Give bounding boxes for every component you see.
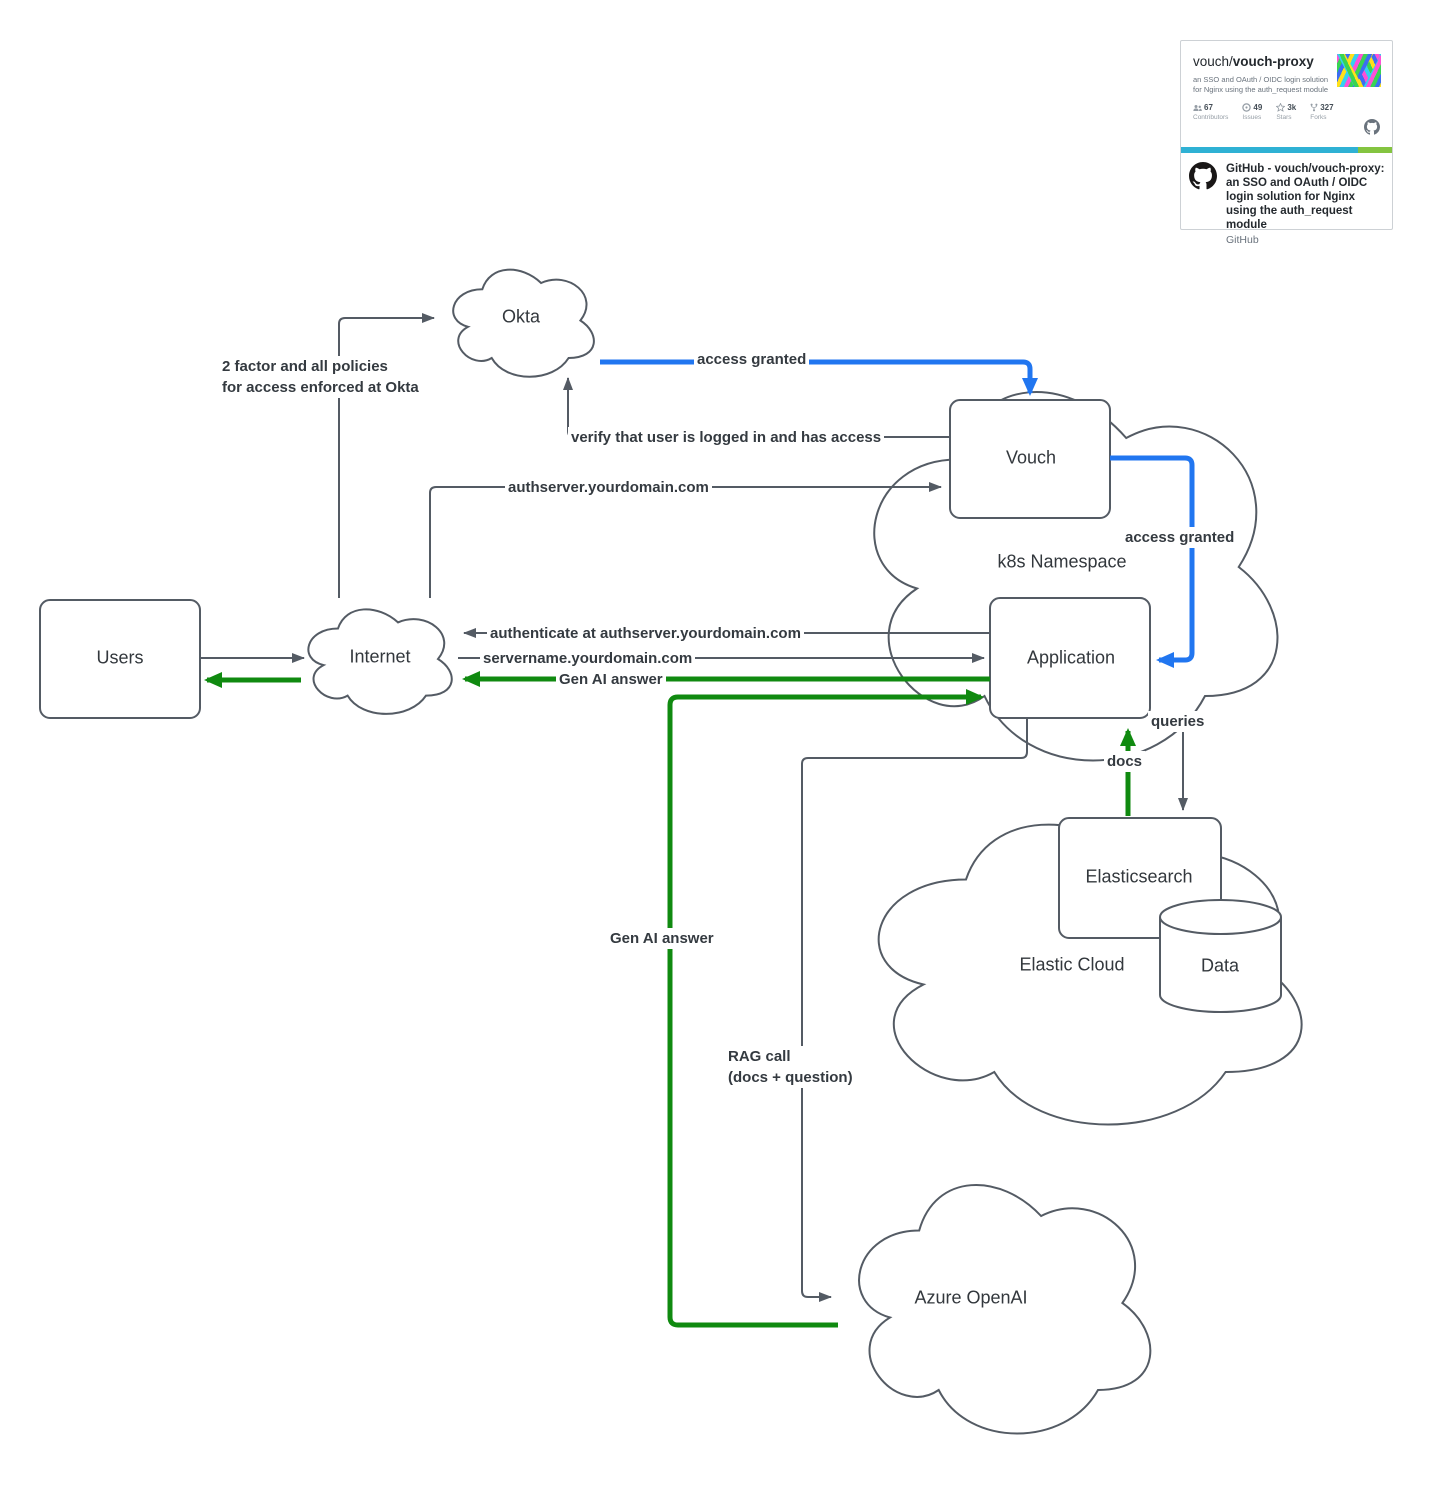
- edge-label-docs: docs: [1104, 751, 1146, 772]
- repo-name: vouch-proxy: [1232, 54, 1314, 69]
- edge-application-to-azure-rag-call: [801, 718, 1028, 1302]
- fork-icon: [1310, 103, 1318, 112]
- stat-forks: 327 Forks: [1310, 103, 1334, 121]
- internet-label: Internet: [349, 646, 411, 667]
- repo-description: an SSO and OAuth / OIDC login solution f…: [1193, 75, 1329, 94]
- k8s-namespace-label: k8s Namespace: [997, 551, 1127, 572]
- edge-label-authenticate: authenticate at authserver.yourdomain.co…: [487, 623, 804, 644]
- edge-label-two-factor: 2 factor and all policies for access enf…: [219, 356, 422, 398]
- link-source: GitHub: [1226, 234, 1259, 246]
- stat-issues: 49 Issues: [1242, 103, 1263, 121]
- edge-internet-to-vouch-authserver: [429, 482, 942, 598]
- card-divider-bar: [1181, 147, 1392, 153]
- repo-owner: vouch/: [1193, 54, 1233, 69]
- azure-openai-cloud-shape: [858, 1184, 1152, 1435]
- github-card-header: vouch/vouch-proxy an SSO and OAuth / OID…: [1181, 41, 1392, 147]
- stat-contributors: 67 Contributors: [1193, 103, 1229, 121]
- vouch-logo-icon: [1337, 54, 1381, 87]
- edge-label-gen-ai-answer-top: Gen AI answer: [556, 669, 666, 690]
- vouch-label: Vouch: [1005, 447, 1057, 468]
- application-label: Application: [1026, 647, 1116, 668]
- repo-title: vouch/vouch-proxy: [1193, 54, 1380, 69]
- users-label: Users: [96, 647, 144, 668]
- repo-stats: 67 Contributors 49 Issues 3k Stars: [1193, 103, 1358, 121]
- link-title[interactable]: GitHub - vouch/vouch-proxy: an SSO and O…: [1226, 163, 1385, 231]
- okta-cloud-shape: [452, 268, 595, 378]
- github-card-footer: GitHub - vouch/vouch-proxy: an SSO and O…: [1181, 153, 1392, 246]
- star-icon: [1276, 103, 1286, 112]
- octocat-avatar-icon: [1189, 162, 1217, 190]
- elasticsearch-label: Elasticsearch: [1085, 866, 1193, 887]
- contributors-icon: [1193, 104, 1202, 111]
- edge-label-access-granted-top: access granted: [694, 349, 810, 370]
- internet-cloud-shape: [307, 608, 453, 715]
- application-box-shape: [989, 597, 1151, 719]
- edge-label-servername: servername.yourdomain.com: [480, 648, 696, 669]
- edge-internet-to-okta: [338, 313, 435, 598]
- edge-label-queries: queries: [1148, 711, 1208, 732]
- edge-vouch-to-application-access-granted: [1110, 455, 1195, 668]
- azure-openai-label: Azure OpenAI: [914, 1287, 1028, 1308]
- data-cylinder-shape: [1159, 899, 1282, 1013]
- edge-label-gen-ai-answer-side: Gen AI answer: [607, 928, 717, 949]
- stat-stars: 3k Stars: [1276, 103, 1297, 121]
- edge-label-access-granted-right: access granted: [1122, 527, 1238, 548]
- github-link-preview-card[interactable]: vouch/vouch-proxy an SSO and OAuth / OID…: [1180, 40, 1393, 246]
- edge-azure-to-application-genai: [667, 689, 984, 1328]
- elastic-cloud-label: Elastic Cloud: [1019, 954, 1125, 975]
- data-label: Data: [1200, 955, 1240, 976]
- edge-okta-to-vouch-access-granted: [600, 359, 1038, 396]
- edge-label-authserver: authserver.yourdomain.com: [505, 477, 712, 498]
- edge-label-verify-user: verify that user is logged in and has ac…: [568, 427, 885, 448]
- github-mark-icon: [1364, 119, 1380, 135]
- issues-icon: [1242, 103, 1252, 112]
- edge-label-rag-call: RAG call (docs + question): [725, 1046, 856, 1088]
- okta-label: Okta: [501, 306, 541, 327]
